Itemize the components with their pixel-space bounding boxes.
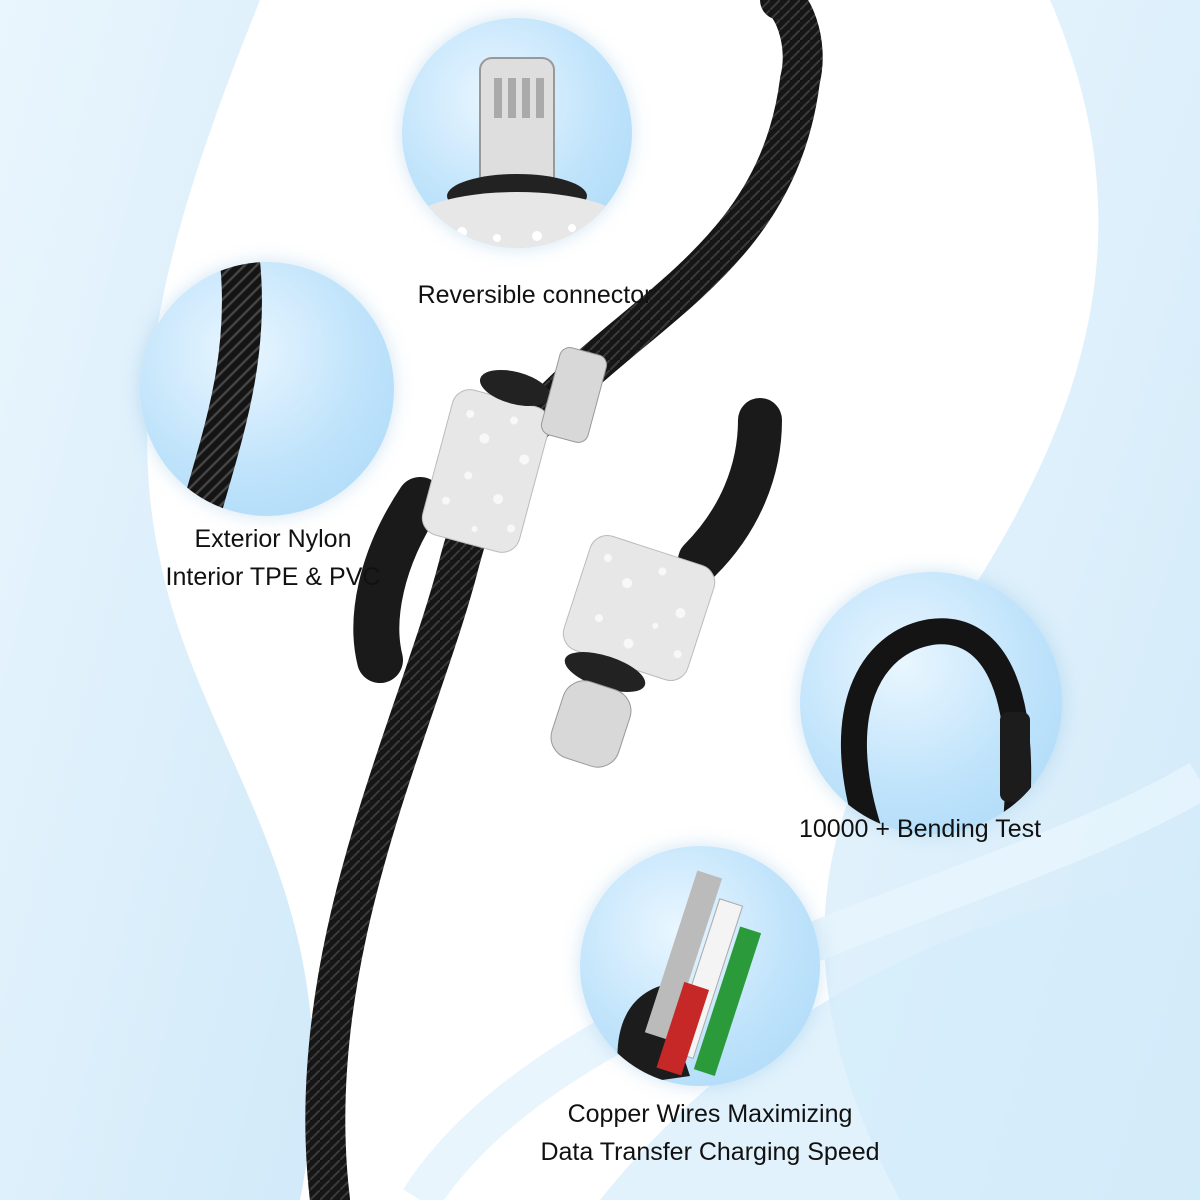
bent-cable-icon [840, 618, 1032, 834]
caption-line-1: Exterior Nylon [194, 525, 352, 553]
usb-c-connector [550, 398, 782, 768]
copper-wires-bubble [580, 846, 820, 1086]
reversible-connector-caption: Reversible connector [395, 276, 675, 314]
braided-cable-icon [180, 262, 262, 516]
caption-line-1: Copper Wires Maximizing [567, 1100, 853, 1128]
caption-line-2: Interior TPE & PVC [165, 563, 381, 591]
lightning-connector [353, 347, 608, 683]
bending-test-caption: 10000 + Bending Test [770, 810, 1070, 848]
caption-line: Reversible connector [417, 281, 653, 309]
reversible-connector-bubble [402, 18, 632, 248]
lightning-plug-icon [407, 57, 627, 248]
nylon-caption: Exterior Nylon Interior TPE & PVC [148, 520, 398, 596]
caption-line-2: Data Transfer Charging Speed [540, 1138, 880, 1166]
wave-left [0, 0, 314, 1200]
bending-test-bubble [800, 572, 1062, 834]
nylon-bubble [140, 262, 394, 516]
caption-line: 10000 + Bending Test [798, 815, 1042, 843]
copper-wires-icon [617, 870, 762, 1086]
wave-middle [600, 880, 1200, 1200]
copper-wires-caption: Copper Wires Maximizing Data Transfer Ch… [520, 1095, 900, 1171]
